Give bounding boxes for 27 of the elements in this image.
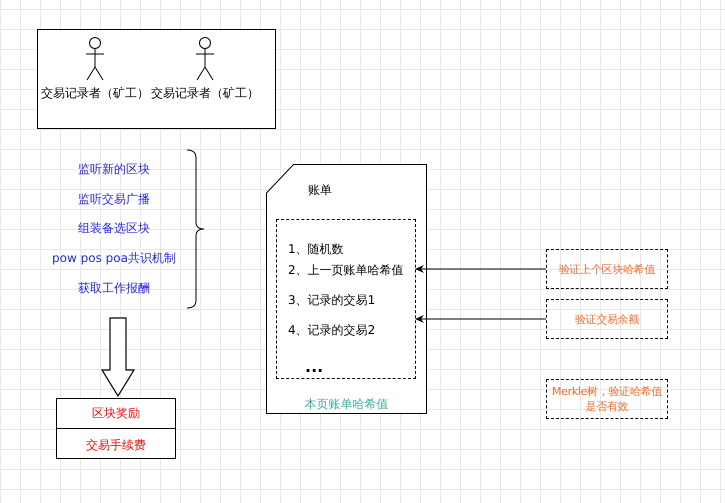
ledger-title: 账单: [308, 183, 332, 197]
ledger-item: 3、记录的交易1: [288, 293, 376, 307]
task-text: 监听交易广播: [77, 192, 151, 206]
block-content-box: [276, 219, 416, 379]
note-box: [546, 249, 668, 289]
arrow: [415, 265, 546, 273]
task-text: pow pos poa共识机制: [51, 251, 177, 265]
note-text: 验证上个区块哈希值: [558, 262, 656, 276]
ledger-item: 2、上一页账单哈希值: [288, 263, 404, 277]
note-box: [546, 299, 668, 339]
task-text: 监听新的区块: [77, 162, 151, 176]
reward-item: 交易手续费: [85, 438, 147, 452]
note-text: 验证交易余额: [574, 312, 640, 326]
reward-table: [56, 398, 176, 459]
block-arrow: [100, 317, 136, 398]
actor-label: 交易记录者（矿工）: [41, 86, 149, 100]
actor-label: 交易记录者（矿工）: [151, 86, 259, 100]
task-text: 获取工作报酬: [77, 281, 151, 295]
ledger-item: 4、记录的交易2: [288, 323, 376, 337]
note-text: Merkle树，验证哈希值是否有效: [550, 384, 664, 414]
reward-item: 区块奖励: [91, 406, 141, 420]
actor-frame: [37, 29, 276, 129]
task-text: 组装备选区块: [77, 221, 151, 235]
ledger-item: 1、随机数: [288, 242, 344, 256]
arrow: [415, 315, 546, 323]
ellipsis: ...: [305, 360, 324, 374]
ledger-hash: 本页账单哈希值: [304, 397, 390, 411]
